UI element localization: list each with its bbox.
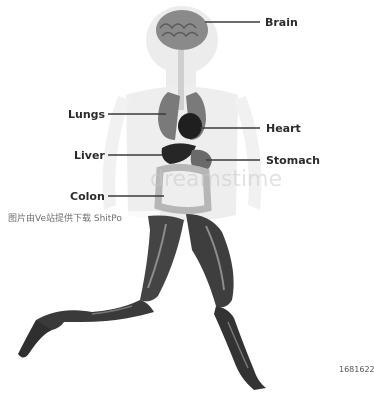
watermark-strip-text: 图片由Ve站提供下载 ShitPo: [8, 212, 122, 224]
liver-label: Liver: [74, 149, 105, 162]
lungs-label: Lungs: [68, 108, 106, 121]
heart-icon: [178, 113, 202, 139]
runner-silhouette: [18, 214, 266, 390]
colon-label: Colon: [70, 190, 105, 203]
image-id-text: 1681622: [339, 365, 374, 374]
stomach-label: Stomach: [266, 154, 320, 167]
brain-label: Brain: [265, 16, 298, 29]
heart-label: Heart: [266, 122, 301, 135]
watermark-text: dreamstime: [150, 167, 282, 192]
brain-icon: [156, 10, 208, 50]
